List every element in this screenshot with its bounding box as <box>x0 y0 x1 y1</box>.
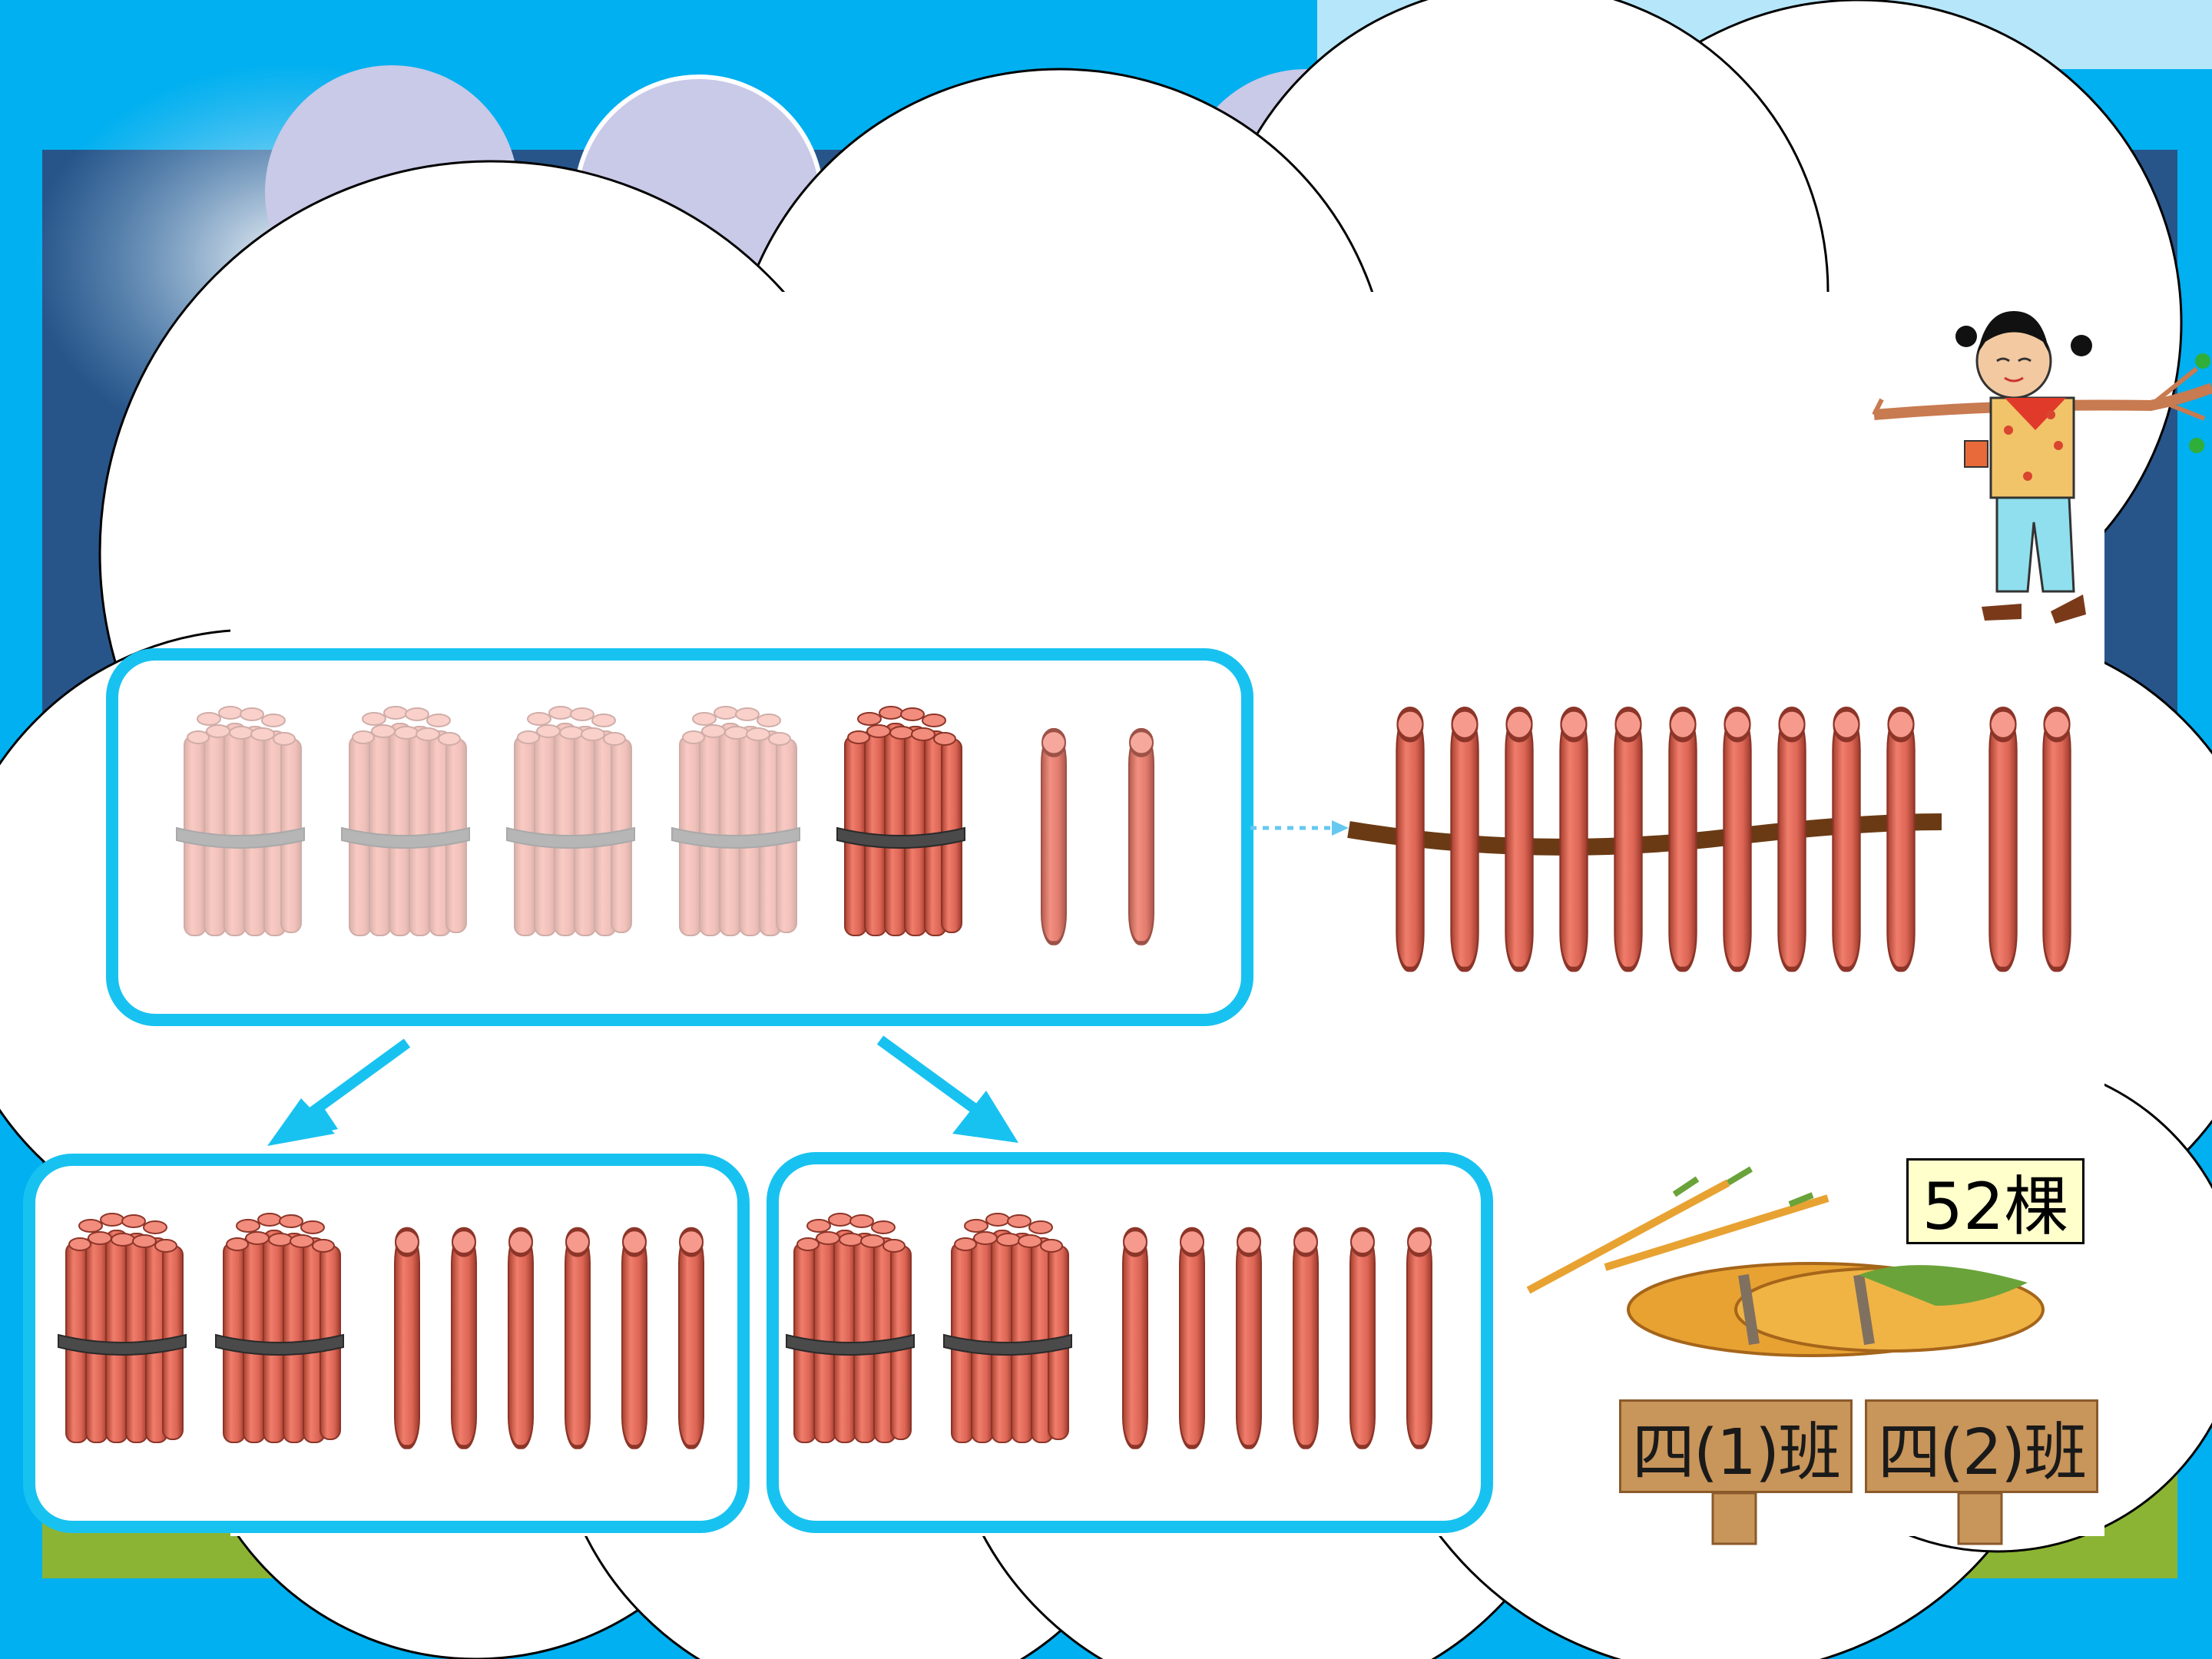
split-left-frame <box>23 1154 750 1533</box>
loose-stick <box>1180 1229 1204 1447</box>
stick-bundle <box>341 706 470 936</box>
fence-stick <box>1505 709 1532 969</box>
stick-bundle <box>176 706 305 936</box>
stick-bundle <box>58 1213 187 1443</box>
loose-stick <box>1989 709 2016 969</box>
fence-stick <box>1560 709 1587 969</box>
child-carrying-branch-illustration <box>1872 311 2212 624</box>
loose-stick <box>679 1229 704 1447</box>
fence-sticks-group <box>1347 709 2071 969</box>
dotted-link-arrow <box>1250 820 1349 836</box>
class-sign-2: 四(2)班 <box>1865 1399 2098 1493</box>
stick-bundle <box>215 1213 344 1443</box>
tree-bundles-illustration <box>1526 1166 2045 1357</box>
fence-stick <box>1833 709 1859 969</box>
loose-stick <box>1123 1229 1147 1447</box>
fence-stick <box>1887 709 1914 969</box>
fence-stick <box>1724 709 1750 969</box>
loose-stick <box>1407 1229 1432 1447</box>
loose-stick <box>1237 1229 1261 1447</box>
loose-stick <box>565 1229 590 1447</box>
loose-stick <box>395 1229 419 1447</box>
loose-stick <box>1350 1229 1375 1447</box>
stick-bundle <box>671 706 800 936</box>
fence-stick <box>1614 709 1641 969</box>
stick-bundle <box>836 706 965 936</box>
stick-bundle <box>786 1213 915 1443</box>
cloud-fill-2 <box>492 292 1843 522</box>
loose-stick <box>452 1229 476 1447</box>
loose-stick <box>1293 1229 1318 1447</box>
fence-stick <box>1669 709 1696 969</box>
class-sign-1: 四(1)班 <box>1619 1399 1853 1493</box>
split-right-arrow <box>876 1035 1018 1143</box>
stick-bundle <box>943 1213 1072 1443</box>
sign-post-left <box>1711 1492 1757 1545</box>
stick-bundle <box>506 706 635 936</box>
sign-post-right <box>1957 1492 2003 1545</box>
loose-stick <box>1041 730 1066 943</box>
tree-count-label: 52棵 <box>1906 1158 2085 1244</box>
loose-stick <box>1129 730 1154 943</box>
loose-stick <box>2043 709 2070 969</box>
split-left-arrow <box>267 1038 411 1146</box>
fence-stick <box>1396 709 1423 969</box>
loose-stick <box>508 1229 533 1447</box>
loose-stick <box>622 1229 647 1447</box>
fence-stick <box>1778 709 1805 969</box>
fence-stick <box>1451 709 1478 969</box>
